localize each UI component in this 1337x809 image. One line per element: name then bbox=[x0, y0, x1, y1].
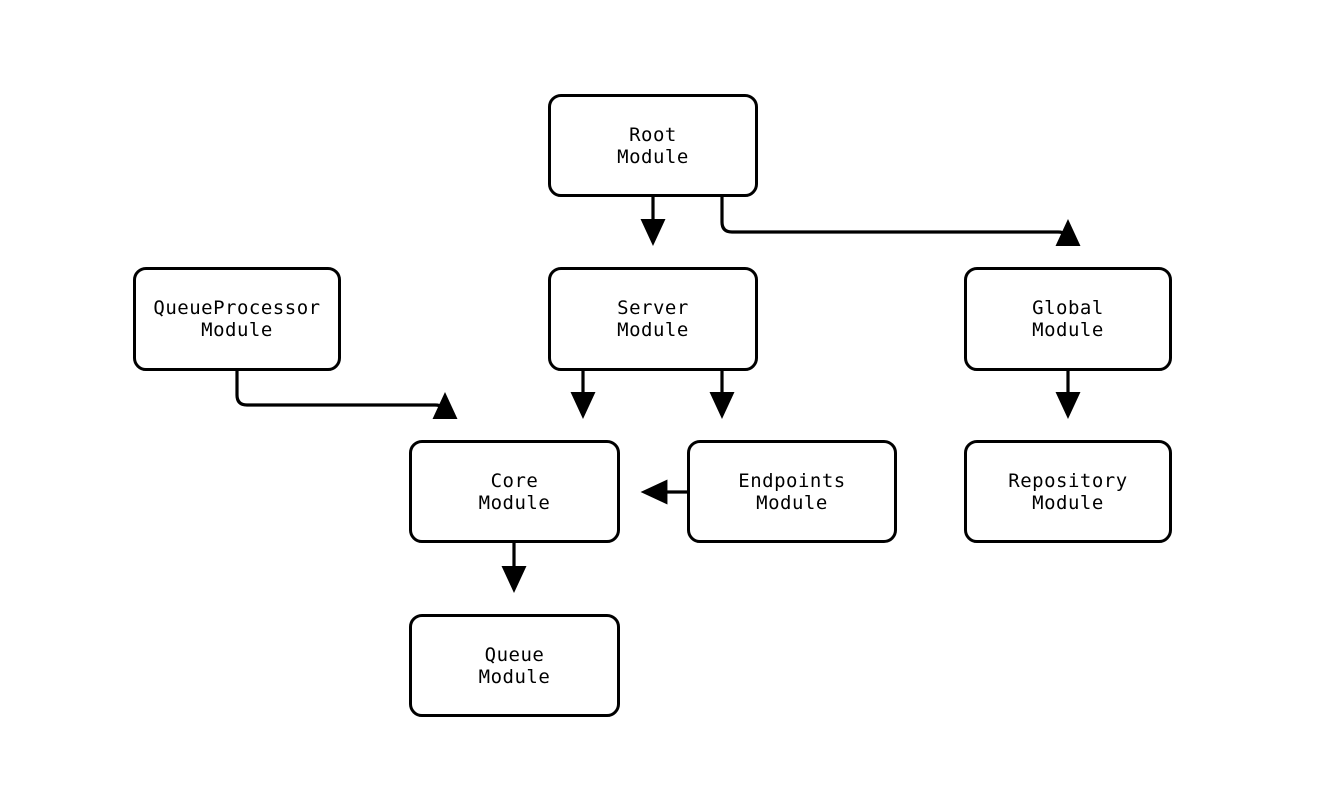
node-global-module-label-line2: Module bbox=[1032, 319, 1104, 341]
node-server-module-label-line2: Module bbox=[617, 319, 689, 341]
node-queueprocessor-module-label-line2: Module bbox=[201, 319, 273, 341]
node-root-module[interactable]: Root Module bbox=[548, 94, 758, 197]
node-queueprocessor-module-label-line1: QueueProcessor bbox=[153, 297, 321, 319]
node-server-module[interactable]: Server Module bbox=[548, 267, 758, 371]
node-server-module-label-line1: Server bbox=[617, 297, 689, 319]
node-root-module-label-line2: Module bbox=[617, 145, 689, 168]
node-core-module[interactable]: Core Module bbox=[409, 440, 620, 543]
node-queue-module[interactable]: Queue Module bbox=[409, 614, 620, 717]
node-root-module-label-line1: Root bbox=[629, 123, 677, 146]
node-repository-module-label-line1: Repository bbox=[1008, 469, 1128, 492]
node-global-module[interactable]: Global Module bbox=[964, 267, 1172, 371]
node-core-module-label-line2: Module bbox=[478, 491, 551, 514]
node-queue-module-label-line1: Queue bbox=[484, 643, 545, 666]
node-global-module-label-line1: Global bbox=[1032, 297, 1104, 319]
node-queueprocessor-module[interactable]: QueueProcessor Module bbox=[133, 267, 341, 371]
edge-queueprocessor-to-core bbox=[235, 371, 458, 419]
node-repository-module-label-line2: Module bbox=[1032, 491, 1104, 514]
node-queue-module-label-line2: Module bbox=[478, 665, 551, 688]
node-repository-module[interactable]: Repository Module bbox=[964, 440, 1172, 543]
node-core-module-label-line1: Core bbox=[490, 469, 539, 492]
node-endpoints-module-label-line2: Module bbox=[756, 491, 828, 514]
node-endpoints-module-label-line1: Endpoints bbox=[738, 469, 846, 492]
node-endpoints-module[interactable]: Endpoints Module bbox=[687, 440, 897, 543]
edge-root-to-global bbox=[720, 197, 1081, 246]
